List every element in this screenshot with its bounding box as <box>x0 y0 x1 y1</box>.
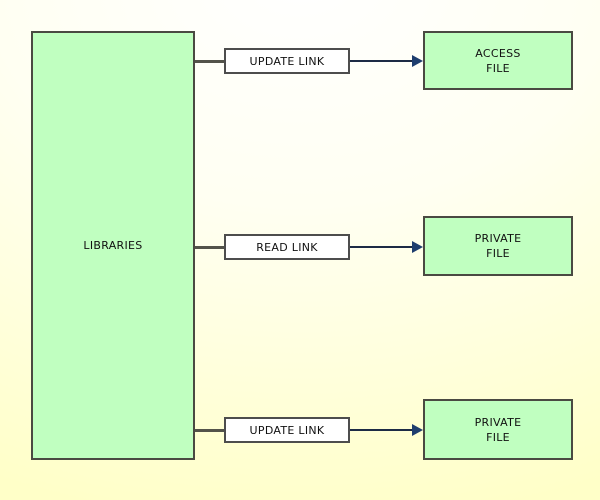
link-label-box: UPDATE LINK <box>224 417 350 443</box>
arrow-right-icon <box>412 241 423 253</box>
link-label-box: UPDATE LINK <box>224 48 350 74</box>
link-label: UPDATE LINK <box>249 54 325 68</box>
connector-line <box>195 60 224 63</box>
connector-line <box>195 429 224 432</box>
link-label: READ LINK <box>256 240 318 254</box>
file-label: PRIVATE FILE <box>474 232 522 260</box>
libraries-label: LIBRARIES <box>83 239 143 252</box>
libraries-box: LIBRARIES <box>31 31 195 460</box>
arrow-line <box>350 246 413 248</box>
arrow-line <box>350 60 413 62</box>
file-box: PRIVATE FILE <box>423 216 573 276</box>
file-label: PRIVATE FILE <box>474 415 522 444</box>
connector-line <box>195 246 224 249</box>
link-label-box: READ LINK <box>224 234 350 260</box>
file-box: PRIVATE FILE <box>423 399 573 460</box>
file-box: ACCESS FILE <box>423 31 573 90</box>
arrow-right-icon <box>412 424 423 436</box>
arrow-line <box>350 429 413 431</box>
link-label: UPDATE LINK <box>249 423 325 437</box>
arrow-right-icon <box>412 55 423 67</box>
file-label: ACCESS FILE <box>475 46 521 75</box>
